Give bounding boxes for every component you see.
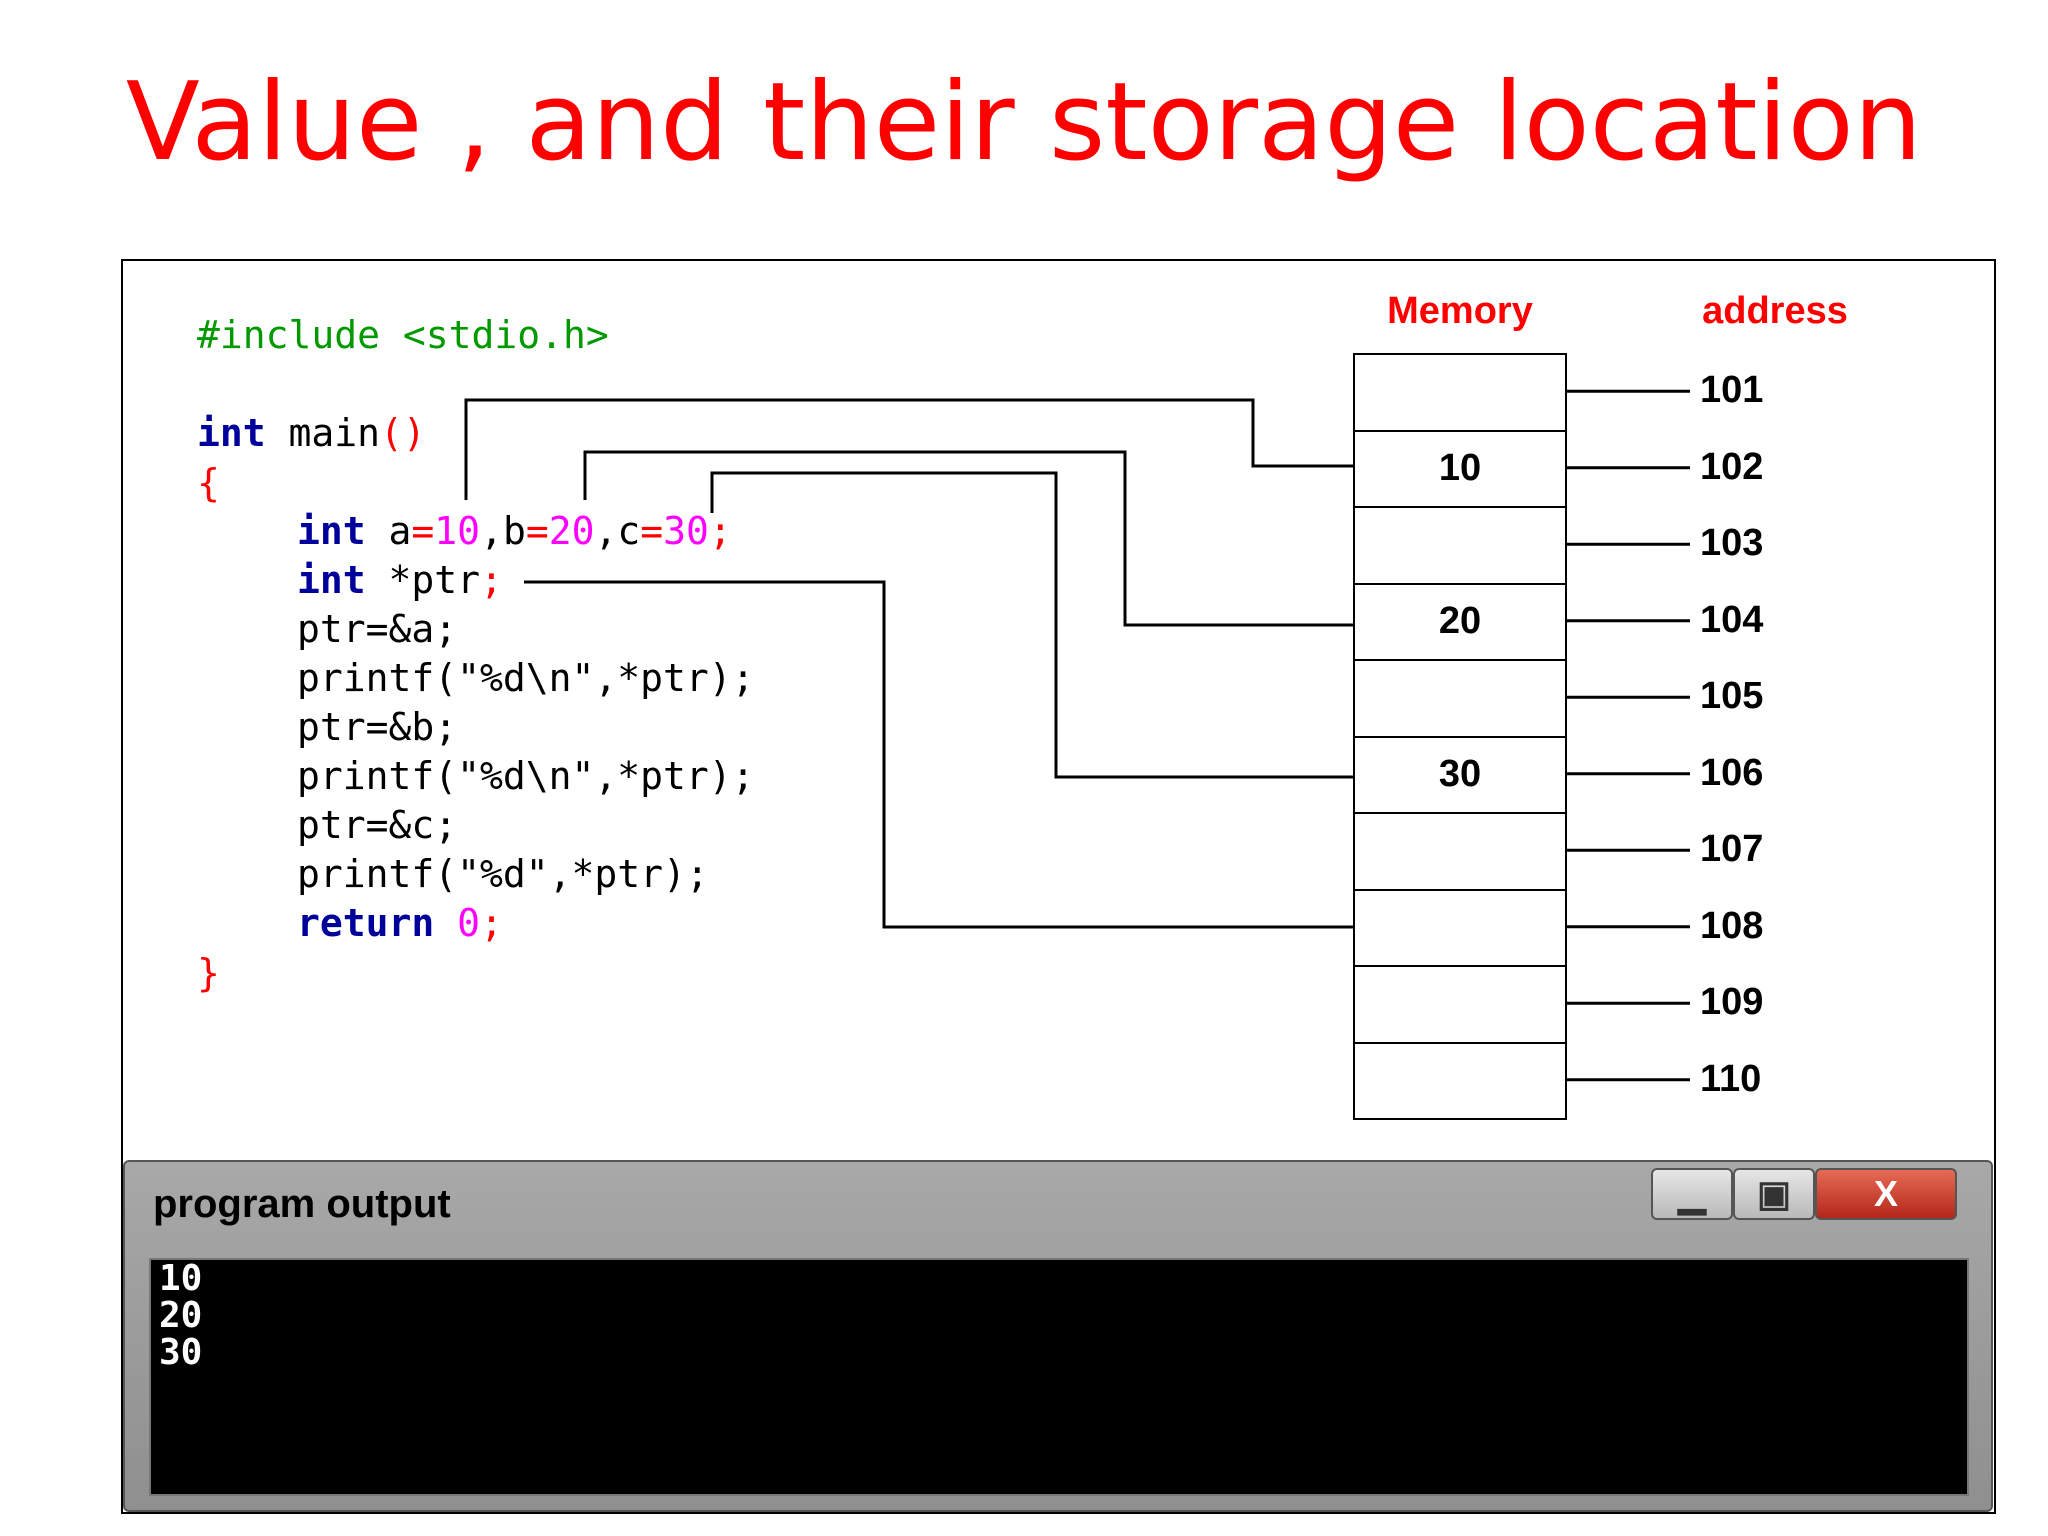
memory-cell (1353, 812, 1567, 891)
code-text: *ptr (365, 558, 481, 602)
address-label: 106 (1700, 751, 1764, 794)
console-line: 30 (159, 1332, 203, 1373)
code-close-brace: } (197, 951, 220, 995)
address-label: 110 (1700, 1057, 1762, 1100)
code-text: a (365, 509, 412, 553)
code-symbol: = (640, 509, 664, 553)
code-symbol: ; (480, 901, 503, 945)
slide-title: Value , and their storage location (125, 60, 1923, 185)
program-output-window: program output ▁ ▣ X 10 20 30 (123, 1160, 1993, 1512)
code-declaration-line: int a=10,b=20,c=30; (297, 511, 732, 551)
wire-b-to-104 (583, 450, 1353, 627)
wire-ptr-to-108 (524, 580, 1353, 929)
code-keyword: int (197, 411, 266, 455)
code-printf-3: printf("%d",*ptr); (297, 852, 709, 896)
code-pointer-line: int *ptr; (297, 560, 503, 600)
memory-cell (1353, 506, 1567, 585)
address-ticks (1567, 389, 1690, 1082)
minimize-button[interactable]: ▁ (1651, 1168, 1733, 1220)
code-number: 0 (457, 901, 481, 945)
code-symbol: = (411, 509, 435, 553)
memory-header: Memory (1387, 290, 1533, 332)
code-keyword: return (297, 901, 435, 945)
code-symbol: = (525, 509, 549, 553)
code-number: 30 (663, 509, 709, 553)
code-assign-a: ptr=&a; (297, 607, 458, 651)
code-return-line: return 0; (297, 903, 503, 943)
code-include: #include <stdio.h> (197, 313, 609, 357)
code-symbol: () (380, 411, 426, 455)
code-number: 20 (548, 509, 595, 553)
code-text: main (265, 411, 381, 455)
console-line: 20 (159, 1295, 203, 1336)
address-header: address (1702, 290, 1848, 332)
wire-a-to-102 (464, 398, 1353, 500)
wire-c-to-106 (710, 471, 1353, 779)
address-label: 108 (1700, 904, 1764, 947)
address-label: 103 (1700, 522, 1764, 565)
code-printf-2: printf("%d\n",*ptr); (297, 754, 755, 798)
close-button[interactable]: X (1815, 1168, 1957, 1220)
code-keyword: int (297, 558, 366, 602)
address-label: 107 (1700, 828, 1764, 871)
address-label: 109 (1700, 981, 1764, 1024)
address-label: 101 (1700, 369, 1764, 412)
memory-cell: 20 (1353, 582, 1567, 661)
code-assign-b: ptr=&b; (297, 705, 458, 749)
code-open-brace: { (197, 461, 220, 505)
maximize-button[interactable]: ▣ (1733, 1168, 1815, 1220)
code-number: 10 (434, 509, 481, 553)
code-assign-c: ptr=&c; (297, 803, 458, 847)
code-printf-1: printf("%d\n",*ptr); (297, 656, 755, 700)
memory-cell (1353, 888, 1567, 967)
code-keyword: int (297, 509, 366, 553)
memory-cell (1353, 1041, 1567, 1120)
code-main-line: int main() (197, 413, 426, 453)
code-symbol: ; (708, 509, 732, 553)
address-label: 102 (1700, 445, 1764, 488)
memory-cell: 30 (1353, 735, 1567, 814)
address-label: 104 (1700, 598, 1764, 641)
console-title: program output (153, 1182, 451, 1226)
address-label: 105 (1700, 675, 1764, 718)
console-line: 10 (159, 1258, 203, 1299)
memory-cell (1353, 353, 1567, 432)
console-output: 10 20 30 (149, 1258, 1969, 1496)
code-symbol: ; (480, 558, 503, 602)
code-text: ,b (480, 509, 526, 553)
code-text: ,c (594, 509, 641, 553)
